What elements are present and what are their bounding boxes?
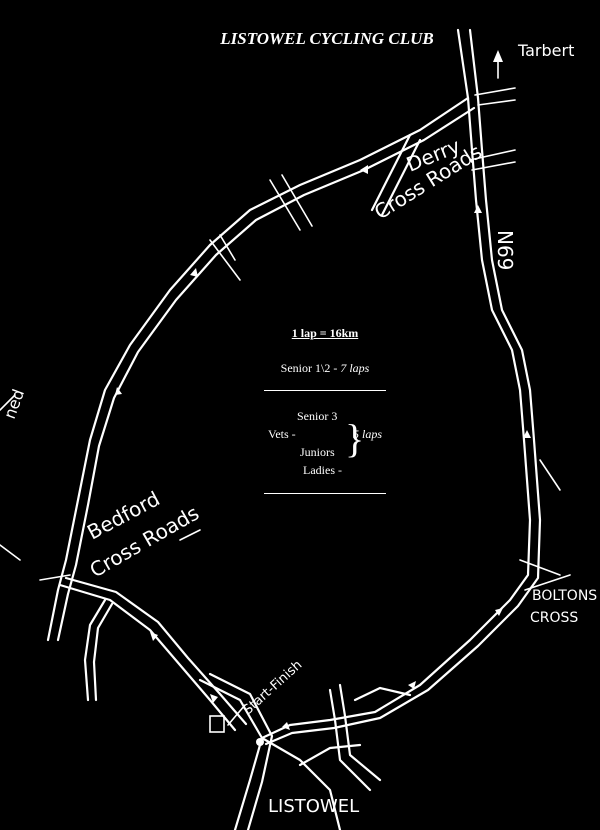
lap-distance: 1 lap = 16km bbox=[291, 326, 359, 340]
start-finish-label: Start-Finish bbox=[241, 658, 306, 718]
senior-12-label: Senior 1\2 - bbox=[280, 361, 341, 375]
vets-label: Vets - bbox=[268, 427, 296, 441]
boltons-label-line1: BOLTONS bbox=[532, 588, 597, 604]
legend-divider-bottom bbox=[264, 493, 386, 494]
map-title: LISTOWEL CYCLING CLUB bbox=[219, 29, 433, 48]
tarbert-label: Tarbert bbox=[517, 41, 574, 60]
town-label: LISTOWEL bbox=[268, 796, 359, 817]
group-brace: } bbox=[345, 416, 365, 461]
n69-label: N69 bbox=[493, 230, 517, 270]
juniors-label: Juniors bbox=[300, 445, 335, 459]
town-streets bbox=[198, 672, 412, 830]
boltons-label-line2: CROSS bbox=[530, 610, 578, 626]
legend-divider-top bbox=[264, 390, 386, 391]
course-loop bbox=[46, 96, 542, 746]
left-edge-label: ned bbox=[0, 387, 28, 422]
bedford-side-roads bbox=[0, 394, 201, 702]
senior-3-label: Senior 3 bbox=[297, 409, 338, 423]
senior-12-lap-count: 7 laps bbox=[340, 361, 370, 375]
senior-12-laps: Senior 1\2 - 7 laps bbox=[255, 361, 395, 376]
group-lap-count: 5 laps bbox=[353, 427, 383, 441]
group-5-laps: Senior 3 Vets - Juniors Ladies - } 5 lap… bbox=[255, 405, 395, 479]
derry-side-road bbox=[370, 133, 516, 217]
tarbert-road bbox=[456, 28, 516, 106]
lap-legend: 1 lap = 16km Senior 1\2 - 7 laps Senior … bbox=[255, 326, 395, 494]
ladies-label: Ladies - bbox=[303, 463, 342, 477]
road-crossings bbox=[0, 174, 571, 591]
direction-arrows bbox=[115, 165, 531, 730]
